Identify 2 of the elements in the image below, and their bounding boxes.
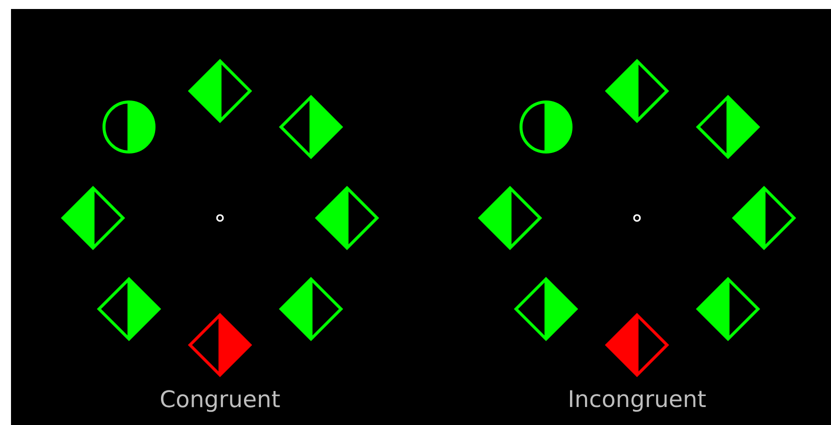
panel-label: Congruent [160,390,280,412]
panel-label: Incongruent [570,390,706,412]
